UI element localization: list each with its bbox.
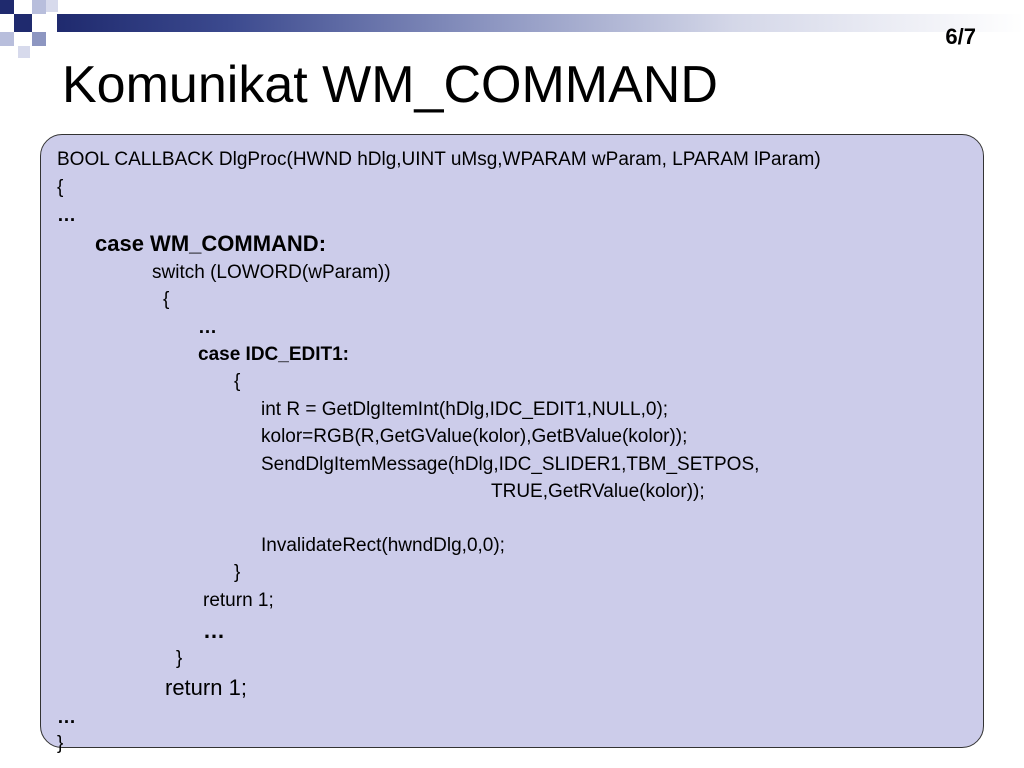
code-line: … — [203, 618, 225, 643]
decoration-square — [14, 14, 32, 32]
code-line: case IDC_EDIT1: — [198, 344, 350, 365]
header-band — [57, 14, 1024, 32]
code-line: InvalidateRect(hwndDlg,0,0); — [261, 535, 505, 556]
slide-title: Komunikat WM_COMMAND — [62, 56, 718, 114]
code-line: … — [198, 317, 217, 338]
code-line: } — [234, 562, 241, 583]
code-line: case WM_COMMAND: — [95, 231, 327, 256]
decoration-square — [46, 0, 58, 12]
code-line: } — [176, 648, 183, 669]
code-line: return 1; — [165, 675, 247, 700]
decoration-square — [32, 32, 46, 46]
code-line: SendDlgItemMessage(hDlg,IDC_SLIDER1,TBM_… — [261, 454, 760, 475]
decoration-square — [0, 32, 14, 46]
code-line: TRUE,GetRValue(kolor)); — [491, 481, 705, 502]
code-line: { — [234, 371, 241, 392]
code-line: { — [57, 177, 64, 198]
code-line: … — [57, 205, 76, 226]
code-line: kolor=RGB(R,GetGValue(kolor),GetBValue(k… — [261, 426, 688, 447]
decoration-square — [32, 0, 46, 14]
code-line: … — [57, 707, 76, 728]
decoration-square — [18, 46, 30, 58]
code-line: } — [57, 733, 64, 754]
page-number: 6/7 — [945, 24, 976, 49]
code-line: BOOL CALLBACK DlgProc(HWND hDlg,UINT uMs… — [57, 149, 821, 170]
code-line: { — [163, 289, 170, 310]
decoration-square — [0, 0, 14, 14]
code-line: int R = GetDlgItemInt(hDlg,IDC_EDIT1,NUL… — [261, 399, 669, 420]
code-box — [40, 134, 984, 748]
code-line: switch (LOWORD(wParam)) — [152, 262, 391, 283]
code-line: return 1; — [203, 590, 274, 611]
